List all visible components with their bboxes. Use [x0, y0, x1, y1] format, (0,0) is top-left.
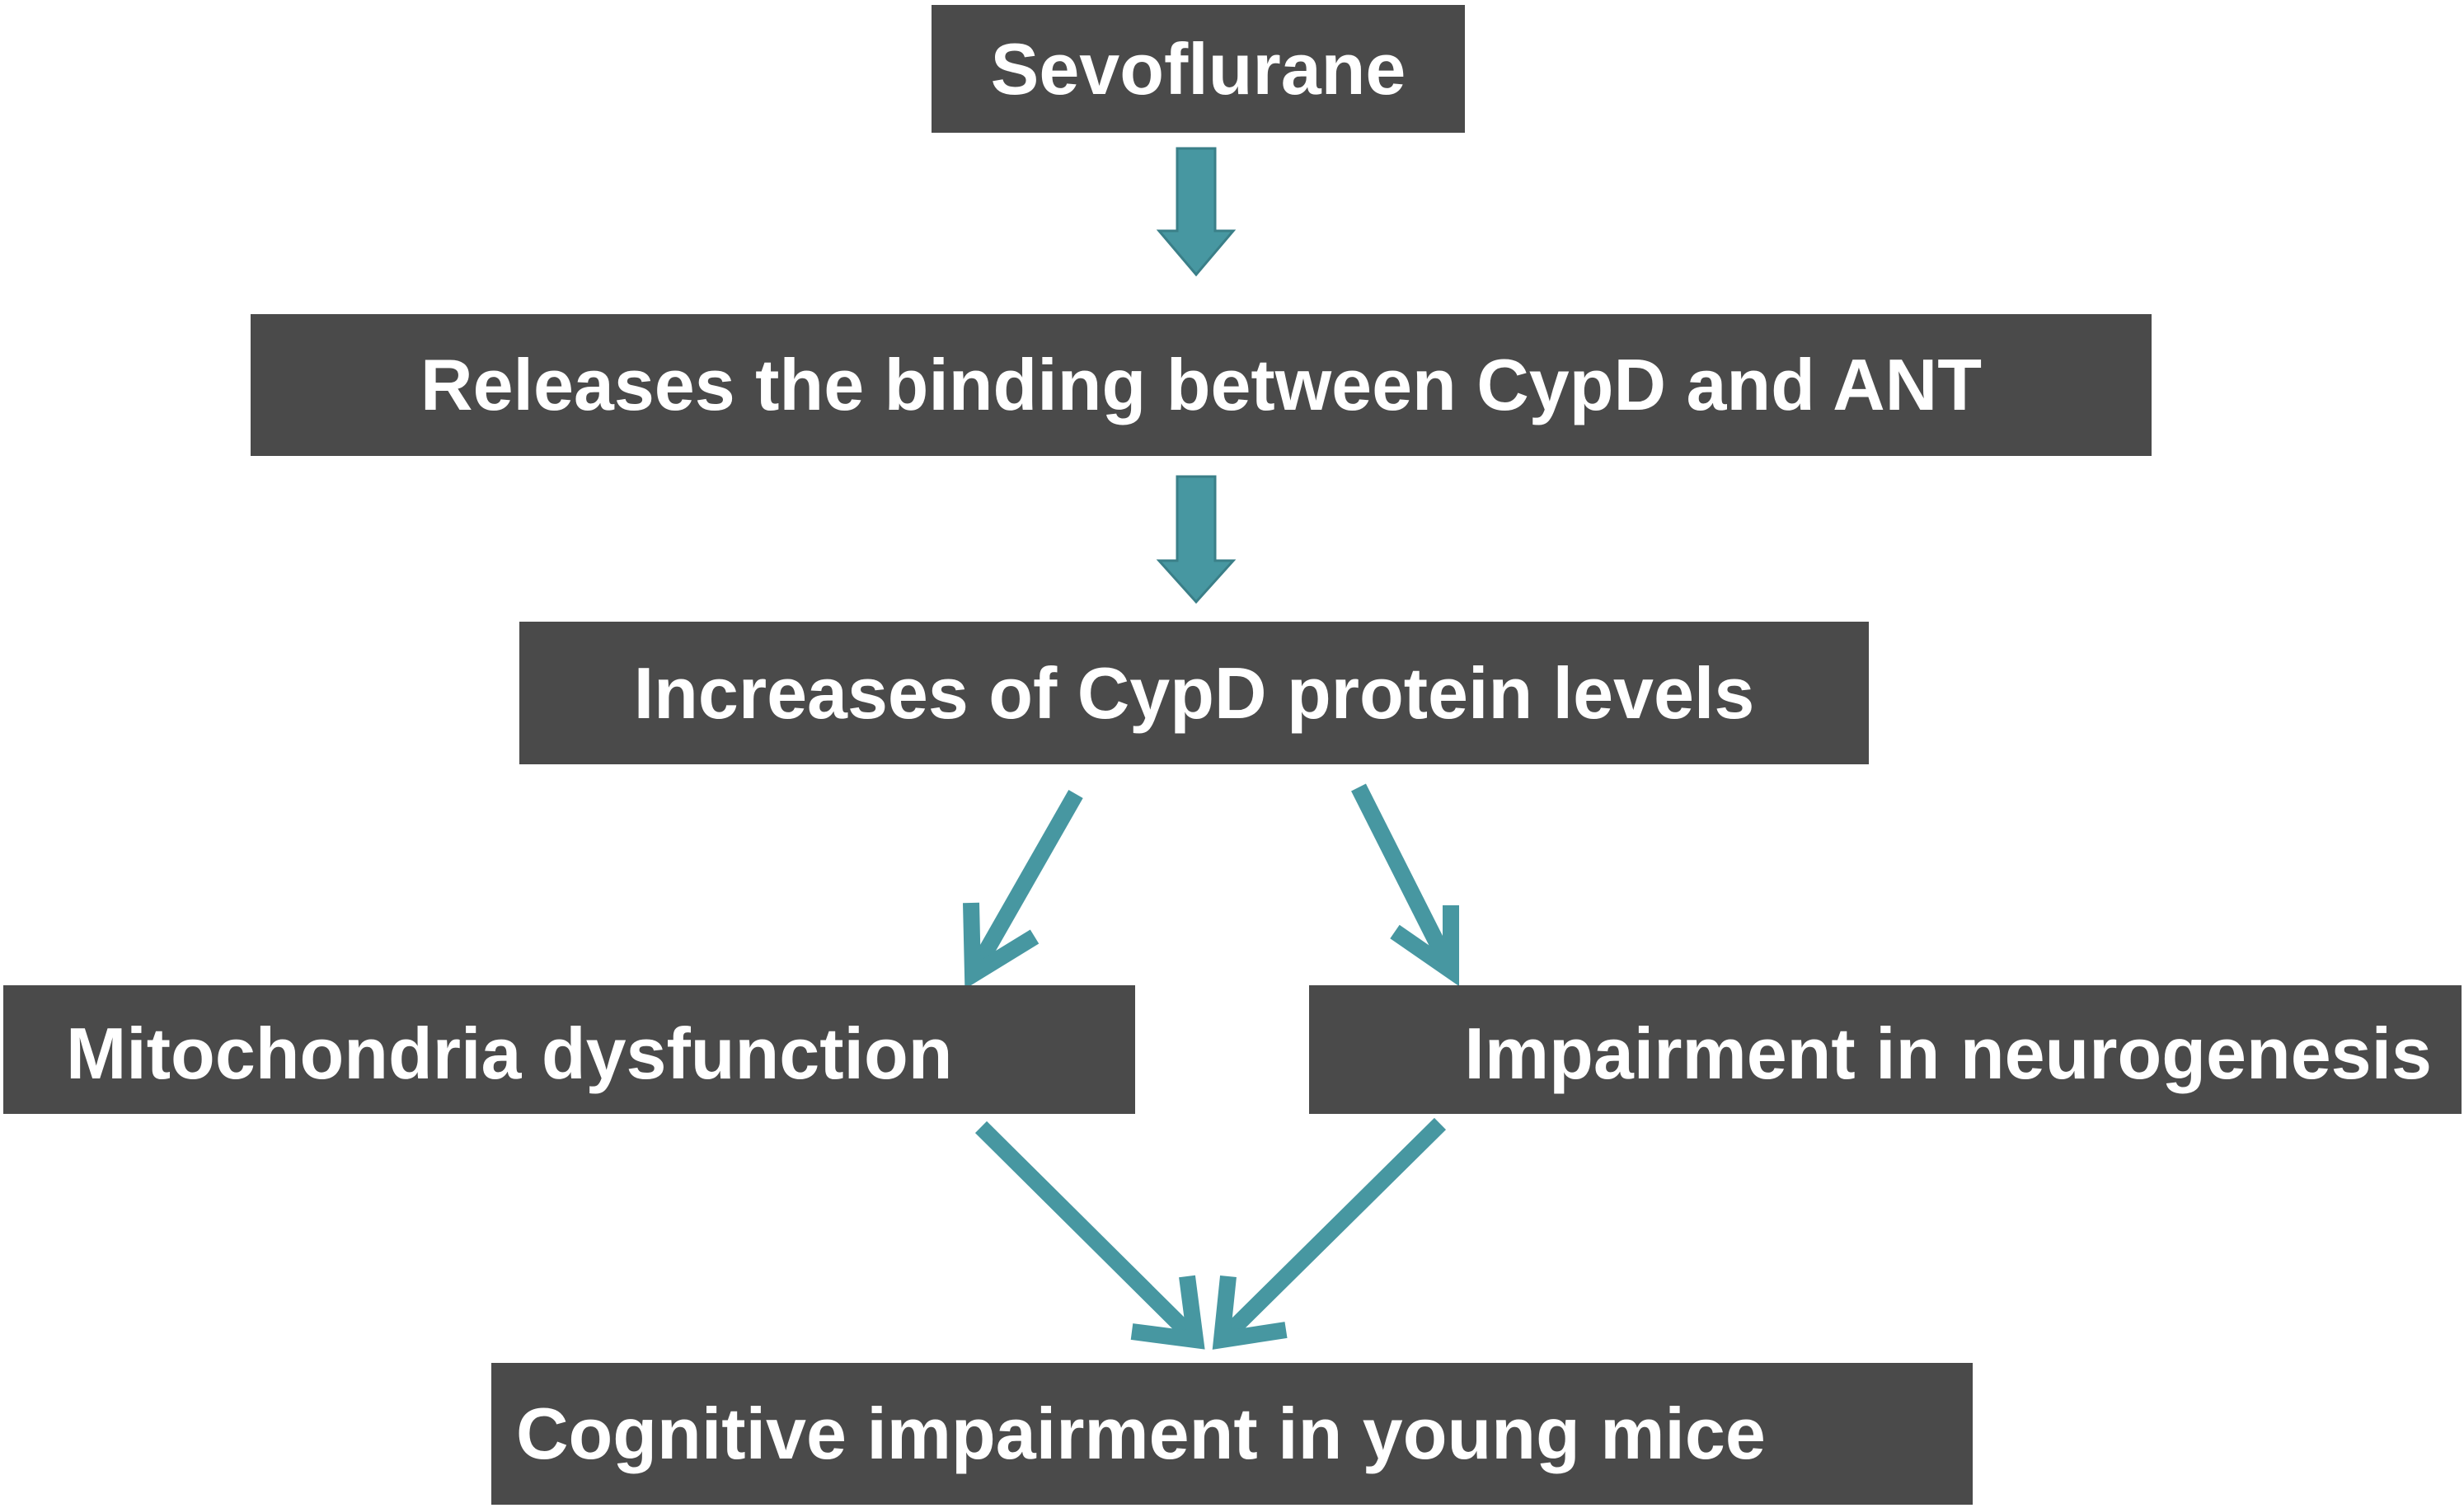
- block-arrow-release-to-increase: [1156, 475, 1237, 604]
- arrow-mitochondria-to-cognitive: [974, 1120, 1205, 1350]
- node-impairment-neurogenesis-label: Impairment in neurogenesis: [1464, 1012, 2432, 1094]
- node-releases-binding: Releases the binding between CypD and AN…: [251, 314, 2152, 456]
- node-cognitive-impairment: Cognitive impairment in young mice: [491, 1363, 1973, 1505]
- node-mitochondria-dysfunction: Mitochondria dysfunction: [3, 985, 1135, 1114]
- node-releases-binding-label: Releases the binding between CypD and AN…: [420, 344, 1982, 425]
- node-cognitive-impairment-label: Cognitive impairment in young mice: [516, 1393, 1766, 1474]
- arrow-increase-to-neurogenesis: [1351, 783, 1459, 987]
- arrow-neurogenesis-to-cognitive: [1212, 1117, 1447, 1350]
- node-impairment-neurogenesis: Impairment in neurogenesis: [1309, 985, 2462, 1114]
- block-arrow-sevoflurane-to-release: [1156, 147, 1237, 277]
- node-mitochondria-dysfunction-label: Mitochondria dysfunction: [66, 1012, 953, 1094]
- node-sevoflurane: Sevoflurane: [932, 5, 1465, 133]
- arrow-increase-to-mitochondria: [963, 790, 1083, 989]
- node-increases-cypd: Increases of CypD protein levels: [519, 622, 1869, 764]
- node-increases-cypd-label: Increases of CypD protein levels: [633, 651, 1755, 734]
- node-sevoflurane-label: Sevoflurane: [990, 27, 1406, 110]
